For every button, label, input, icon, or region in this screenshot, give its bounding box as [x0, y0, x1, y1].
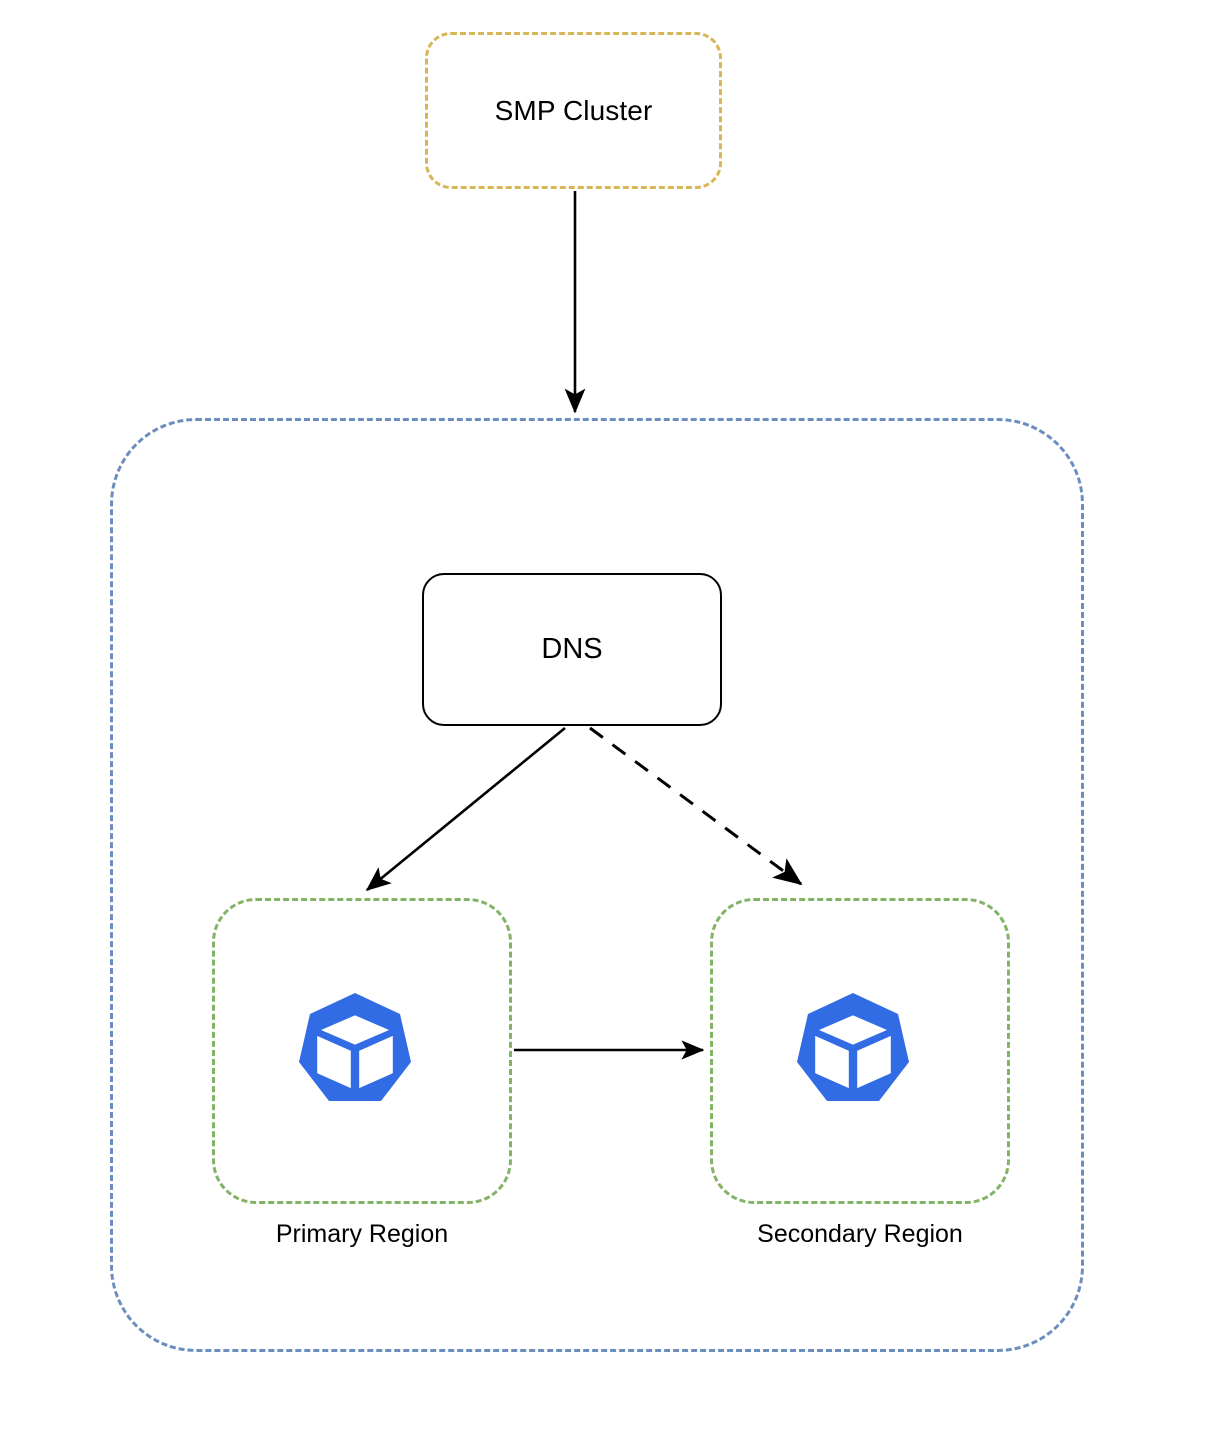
- smp-cluster-node[interactable]: SMP Cluster: [425, 32, 722, 189]
- kubernetes-icon: [299, 993, 411, 1101]
- primary-region-node[interactable]: [212, 898, 512, 1204]
- primary-region-label: Primary Region: [275, 1220, 449, 1248]
- secondary-region-label: Secondary Region: [757, 1220, 963, 1248]
- kubernetes-icon: [797, 993, 909, 1101]
- secondary-region-node[interactable]: [710, 898, 1010, 1204]
- smp-cluster-label: SMP Cluster: [494, 94, 653, 126]
- dns-node[interactable]: DNS: [422, 573, 722, 726]
- outer-region-container[interactable]: [110, 418, 1084, 1352]
- dns-label: DNS: [541, 633, 603, 665]
